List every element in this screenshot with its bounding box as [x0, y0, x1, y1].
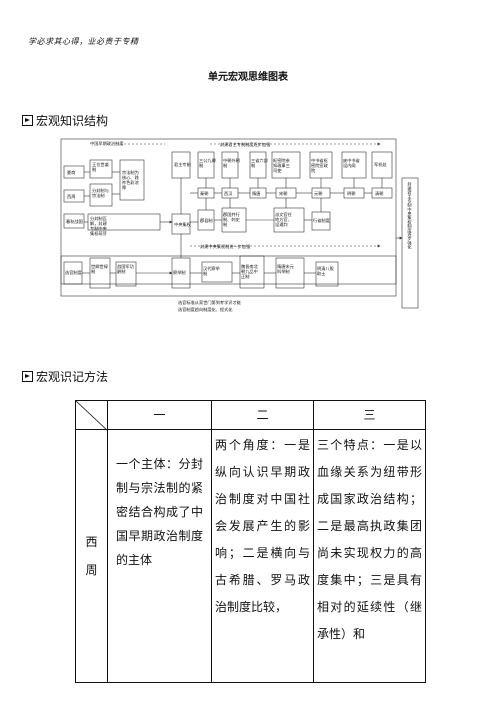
node-chaju: 察举制: [173, 269, 186, 276]
node-xuanguan: 选官制度: [65, 269, 83, 276]
table-cell-three: 三个特点：一是以血缘关系为纽带形成国家政治结构；二是最高执政集团尚未实现权力的高…: [313, 429, 426, 683]
node-fenfeng-wajie: 分封制瓦解，封建专制中央集权萌芽: [90, 215, 108, 237]
section-heading-label: 宏观识记方法: [36, 370, 109, 384]
node-wangwei: 王位世袭制: [92, 161, 110, 173]
node-suitang: 隋唐: [252, 190, 260, 197]
node-qinchao: 秦朝: [200, 190, 208, 197]
node-xiazhou: 夏商: [67, 169, 75, 176]
node-yuanchao: 元朝: [314, 191, 322, 197]
table-cell-two: 两个角度：一是纵向认识早期政治制度对中国社会发展产生的影响；二是横向与古希腊、罗…: [211, 429, 314, 683]
page-title: 单元宏观思维图表: [208, 72, 288, 83]
diagram-label-strengthen: 封建君主专制制度逐步加强: [220, 141, 271, 148]
table-cell-one: 一个主体：分封制与宗法制的紧密结合构成了中国早期政治制度的主体: [107, 429, 212, 683]
node-songchao: 宋朝: [279, 190, 287, 197]
knowledge-structure-diagram: 中国早期政治制度 封建君主专制制度逐步加强 封建中央集权制进一步加强 选官标准从…: [60, 138, 419, 313]
node-junggong: 战国军功爵制: [117, 263, 134, 275]
diagram-side-label: 封建君主专制中央集权制度逐步强化: [407, 181, 413, 251]
table-header-3: 三: [313, 400, 426, 430]
diagram-label-early: 中国早期政治制度: [90, 140, 124, 147]
node-huangdi: 君主专制: [174, 161, 191, 168]
node-qingchao: 清朝: [375, 190, 383, 197]
table-header-1: 一: [107, 400, 212, 430]
node-mingchao: 明朝: [347, 191, 355, 197]
node-jiupin: 魏晋南北朝九品中正制: [241, 263, 259, 280]
node-tongpan: 派文官任地方官、设通判: [275, 211, 292, 228]
table-corner-cell: [75, 400, 108, 431]
row-label-xizhou: 西周: [75, 429, 108, 683]
diagram-label-select-2: 选官制度趋向制度化、程式化: [178, 306, 233, 313]
section-marker-icon: [22, 371, 33, 382]
diagram-label-select-1: 选官标准从家世门第到考学识才能: [178, 299, 242, 306]
memory-method-table: 一 二 三 西周 一个主体：分封制与宗法制的紧密结合构成了中国早期政治制度的主体…: [75, 400, 426, 683]
table-header-row: 一 二 三: [75, 400, 426, 431]
section-heading-label: 宏观知识结构: [36, 114, 109, 128]
node-zhongchao: 中朝外朝制: [223, 157, 240, 169]
node-xizhou: 西周: [67, 194, 75, 200]
node-fenfeng: 分封制与宗法制: [92, 187, 109, 199]
table-header-2: 二: [211, 400, 314, 430]
node-keju: 隋唐宋元科举制: [277, 263, 294, 275]
node-zhongyang: 中央集权: [174, 221, 192, 228]
node-junji: 军机处: [374, 161, 387, 168]
table-row: 西周 一个主体：分封制与宗法制的紧密结合构成了中国早期政治制度的主体 两个角度：…: [75, 429, 426, 683]
node-sansheng: 三省六部制: [251, 157, 268, 169]
node-sangong: 三公九卿制: [199, 157, 216, 169]
diagonal-line: [76, 401, 108, 431]
node-chunqiu: 春秋战国: [66, 218, 83, 225]
node-cishi: 郡国并行制、刺史制: [223, 211, 241, 228]
section-heading-method: 宏观识记方法: [22, 368, 108, 385]
node-zongfa: 宗法制为核心、践祚色彩浓厚: [122, 169, 140, 191]
node-xingsheng: 行省制度: [313, 217, 331, 224]
node-baogu: 明清八股取士: [317, 265, 335, 277]
node-xihan: 西汉: [224, 190, 233, 197]
node-shumi: 枢密院参知政事三司使: [273, 157, 291, 174]
section-heading-structure: 宏观知识结构: [22, 112, 108, 129]
node-shiqing: 世卿世禄制: [91, 263, 109, 275]
node-hanchao: 汉代察举制: [203, 265, 221, 277]
node-junxian: 郡县制: [200, 217, 213, 224]
diagram-label-centralize: 封建中央集权制进一步加强: [200, 243, 251, 250]
node-feizhong: 废中书省设内阁: [343, 157, 360, 169]
node-zhongshu: 中书省枢密院宣政院: [311, 157, 329, 174]
header-motto: 学必求其心得，业必贵于专精: [28, 37, 139, 46]
section-marker-icon: [22, 115, 33, 126]
